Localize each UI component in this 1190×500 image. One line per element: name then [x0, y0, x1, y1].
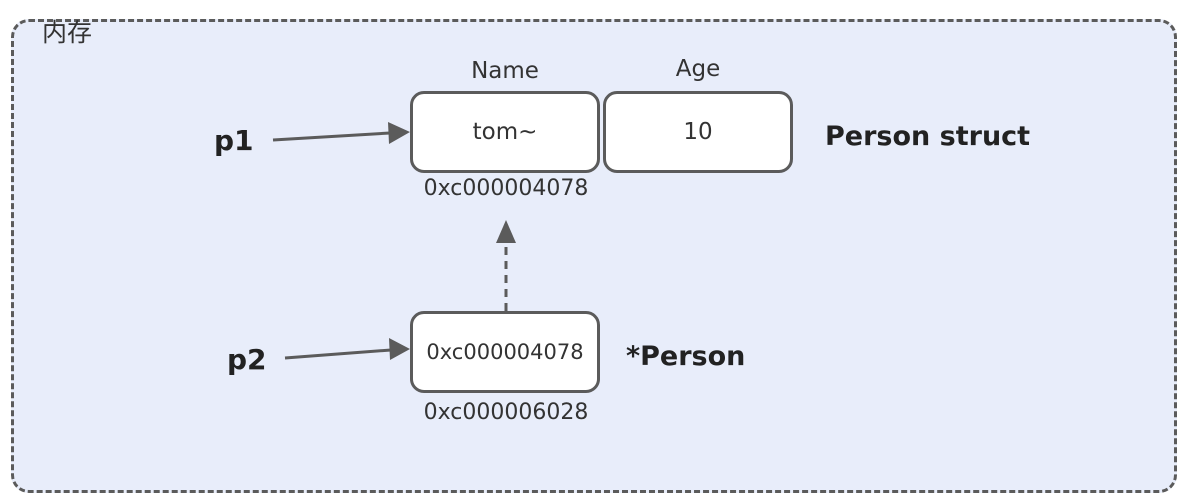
- age-field-box: 10: [603, 91, 793, 173]
- field-header-age: Age: [675, 56, 721, 82]
- variable-p1-label: p1: [214, 124, 254, 157]
- struct-type-label: Person struct: [825, 121, 1031, 152]
- age-field-value: 10: [683, 119, 713, 145]
- variable-p2-label: p2: [227, 343, 267, 376]
- pointer-box: 0xc000004078: [410, 311, 600, 393]
- field-header-name: Name: [471, 58, 539, 84]
- struct-address: 0xc000004078: [423, 176, 589, 201]
- pointer-type-label: *Person: [626, 341, 746, 372]
- memory-region-title: 内存: [42, 18, 93, 47]
- name-field-box: tom~: [410, 91, 600, 173]
- pointer-address: 0xc000006028: [423, 400, 589, 425]
- pointer-value: 0xc000004078: [426, 340, 584, 364]
- name-field-value: tom~: [472, 119, 538, 145]
